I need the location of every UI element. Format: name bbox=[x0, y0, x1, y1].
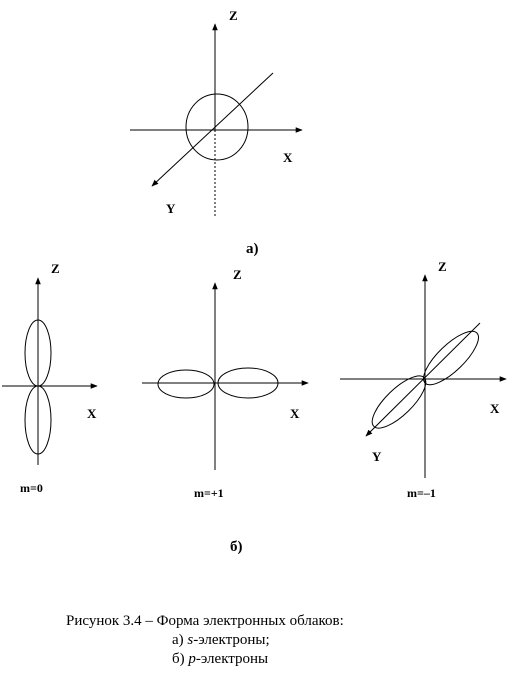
x-axis-label: X bbox=[87, 406, 97, 421]
x-axis-label: X bbox=[283, 150, 293, 165]
p-lobe-left bbox=[157, 369, 215, 399]
y-axis-label: Y bbox=[372, 449, 382, 464]
p-orbital-m-plus1-panel: Z X m=+1 bbox=[142, 267, 309, 500]
x-axis-label: X bbox=[490, 401, 500, 416]
orbital-m-plus1-label: m=+1 bbox=[194, 486, 224, 500]
caption-line-b: б) p-электроны bbox=[172, 651, 269, 667]
p-lobe-lower bbox=[24, 385, 52, 455]
z-axis-label: Z bbox=[438, 259, 447, 274]
p-lobe-lower-left bbox=[371, 375, 427, 429]
p-orbital-m-minus1-panel: Z X Y m=–1 bbox=[340, 259, 507, 500]
caption-line-a: а) s-электроны; bbox=[172, 632, 270, 648]
s-orbital-panel: Z X Y а) bbox=[130, 8, 303, 257]
y-axis bbox=[365, 322, 481, 437]
x-axis-label: X bbox=[290, 406, 300, 421]
caption-title: Рисунок 3.4 – Форма электронных облаков: bbox=[66, 613, 344, 629]
z-axis-label: Z bbox=[229, 8, 238, 23]
orbital-m0-label: m=0 bbox=[20, 481, 43, 495]
p-lobe-upper-right bbox=[423, 330, 479, 386]
p-orbital-m0-panel: Z X m=0 bbox=[2, 261, 98, 495]
z-axis-label: Z bbox=[233, 267, 242, 282]
part-a-label: а) bbox=[246, 241, 259, 257]
p-lobe-right bbox=[217, 367, 279, 399]
part-b-label: б) bbox=[230, 539, 243, 555]
y-axis bbox=[151, 72, 274, 187]
s-orbital-sphere bbox=[185, 93, 249, 161]
y-axis-label: Y bbox=[166, 201, 176, 216]
z-axis-label: Z bbox=[51, 261, 60, 276]
orbital-m-minus1-label: m=–1 bbox=[407, 486, 436, 500]
